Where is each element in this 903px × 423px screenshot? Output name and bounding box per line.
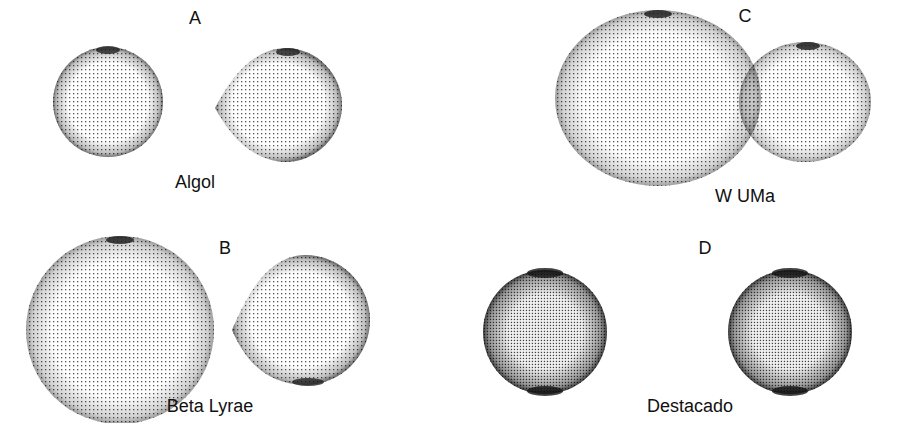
star-shading: [53, 47, 163, 157]
star-pole: [96, 46, 120, 54]
panel-letter-holder: C: [739, 6, 752, 27]
star: [728, 270, 852, 394]
binary-type-holder: Beta Lyrae: [167, 396, 253, 417]
star-pole: [292, 378, 324, 386]
star-pole: [527, 268, 563, 278]
star-shading: [483, 270, 607, 394]
panel-letter-holder: D: [699, 238, 712, 259]
star: [26, 236, 214, 423]
star-shading: [555, 10, 761, 186]
binary-type-label: Algol: [175, 172, 215, 192]
star-shading: [232, 255, 370, 385]
star-shading: [26, 236, 214, 423]
star-shading: [215, 48, 342, 162]
star-pole: [644, 10, 672, 18]
binary-type-holder: Destacado: [647, 396, 733, 417]
star-pole: [527, 386, 563, 396]
algol-system: [53, 46, 342, 162]
panel-letter-holder: B: [219, 238, 231, 259]
roche-lobe-star: [215, 48, 342, 162]
panel-letter: B: [219, 238, 231, 258]
star: [483, 270, 607, 394]
star-pole: [772, 268, 808, 278]
star-shading: [728, 270, 852, 394]
binary-type-label: Beta Lyrae: [167, 396, 253, 416]
binary-type-label: Destacado: [647, 396, 733, 416]
w-uma-system: [555, 10, 871, 186]
star-shading: [739, 42, 871, 162]
panel-letter: C: [739, 6, 752, 26]
star: [53, 47, 163, 157]
roche-lobe-star: [232, 255, 370, 385]
star-pole: [772, 386, 808, 396]
binary-type-holder: Algol: [175, 172, 215, 193]
panel-letter: D: [699, 238, 712, 258]
contact-star: [555, 10, 761, 186]
contact-star: [739, 42, 871, 162]
panel-letter: A: [189, 8, 201, 28]
star-pole: [796, 42, 820, 50]
star-pole: [106, 236, 134, 244]
panel-letter-holder: A: [189, 8, 201, 29]
detached-system: [483, 268, 852, 396]
star-pole: [276, 48, 300, 56]
binary-type-holder: W UMa: [715, 186, 775, 207]
beta-lyrae-system: [26, 236, 370, 423]
binary-type-label: W UMa: [715, 186, 775, 206]
